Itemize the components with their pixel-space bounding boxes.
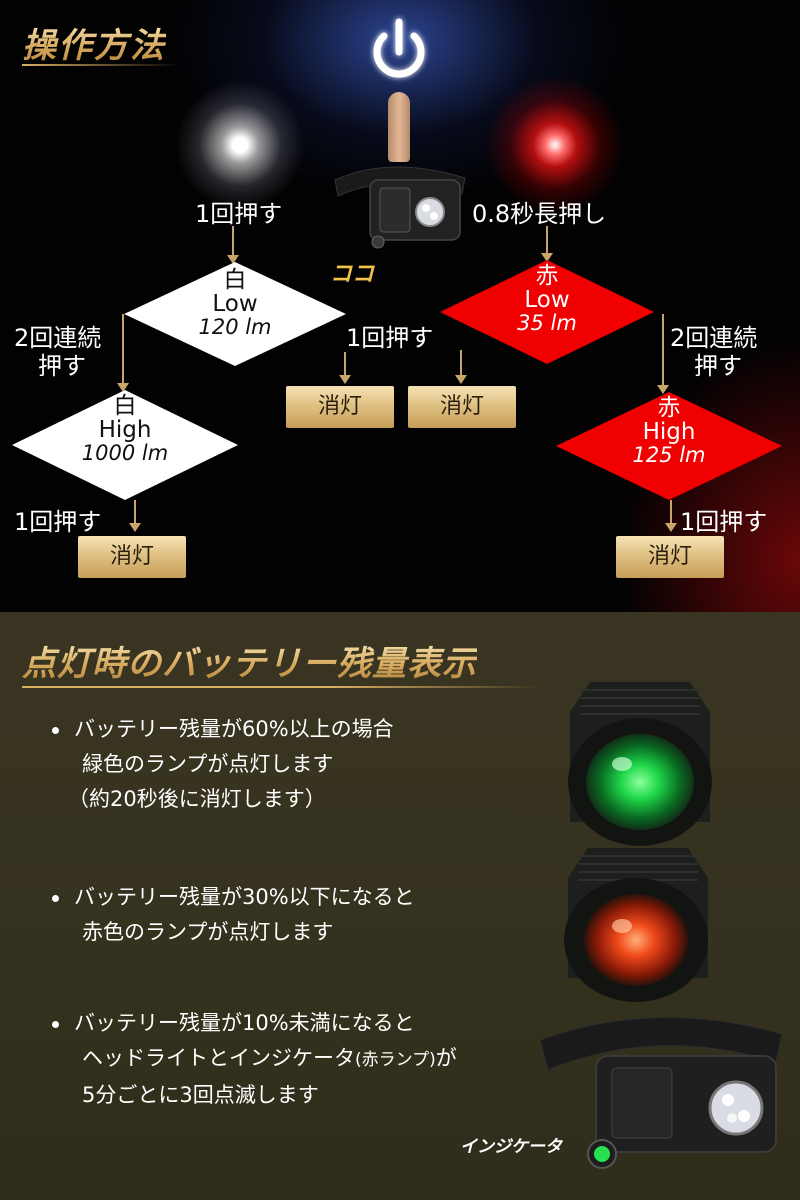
battery-section: 点灯時のバッテリー残量表示 バッテリー残量が60%以上の場合 緑色のランプが点灯… — [0, 612, 800, 1200]
item-line: バッテリー残量が60%以上の場合 — [74, 717, 394, 741]
flow-arrow — [339, 352, 351, 384]
bullet-icon — [52, 1021, 59, 1028]
item-line: バッテリー残量が30%以下になると — [74, 885, 415, 909]
mode-level: High — [98, 417, 152, 444]
item-line: バッテリー残量が10%未満になると — [74, 1011, 415, 1035]
flow-arrow — [129, 500, 141, 532]
mode-level: Low — [524, 287, 570, 314]
double-press-label: 押す — [38, 352, 86, 380]
double-press-label: 押す — [694, 352, 742, 380]
white-light-glow — [175, 80, 305, 210]
off-state: 消灯 — [78, 536, 186, 578]
mode-lumen: 35 lm — [517, 311, 577, 336]
off-state: 消灯 — [616, 536, 724, 578]
long-press-label: 0.8秒長押し — [472, 200, 607, 228]
item-line: （約20秒後に消灯します） — [68, 787, 326, 811]
mode-red-high: 赤 High 125 lm — [556, 392, 782, 500]
item-text: ヘッドライトとインジケータ — [82, 1046, 355, 1070]
mode-lumen: 1000 lm — [81, 441, 169, 466]
power-icon — [373, 18, 425, 78]
green-indicator-image — [568, 682, 712, 846]
finger-image — [388, 92, 410, 162]
item-line: ヘッドライトとインジケータ(赤ランプ)が — [52, 1041, 457, 1078]
indicator-label: インジケータ — [460, 1137, 562, 1157]
mode-level: High — [642, 419, 696, 446]
headlamp-image — [334, 166, 466, 249]
headlamp-indicator-image — [539, 1016, 783, 1169]
mode-level: Low — [212, 291, 258, 318]
item-text: (赤ランプ) — [355, 1050, 436, 1070]
press-once-label: 1回押す — [346, 324, 434, 352]
flow-arrow — [665, 500, 677, 532]
mode-lumen: 125 lm — [632, 443, 706, 468]
mode-color: 白 — [223, 267, 247, 293]
item-line: 5分ごとに3回点滅します — [82, 1083, 319, 1107]
mode-red-low: 赤 Low 35 lm — [440, 260, 654, 364]
red-indicator-image — [564, 848, 708, 1002]
flow-arrow — [541, 226, 553, 262]
press-once-label: 1回押す — [14, 508, 102, 536]
title-underline — [22, 64, 180, 66]
operation-section: 操作方法 ココ — [0, 0, 800, 612]
double-press-label: 2回連続 — [14, 324, 102, 352]
off-state: 消灯 — [286, 386, 394, 428]
red-light-glow — [485, 75, 625, 215]
battery-item-30: バッテリー残量が30%以下になると 赤色のランプが点灯します — [52, 880, 415, 950]
flow-arrow — [657, 314, 669, 394]
button-location-label: ココ — [330, 262, 375, 287]
mode-color: 赤 — [535, 263, 559, 289]
flow-arrow — [117, 314, 129, 392]
battery-item-10: バッテリー残量が10%未満になると ヘッドライトとインジケータ(赤ランプ)が 5… — [52, 1006, 457, 1113]
battery-item-60: バッテリー残量が60%以上の場合 緑色のランプが点灯します （約20秒後に消灯し… — [52, 712, 394, 817]
battery-title: 点灯時のバッテリー残量表示 — [22, 636, 477, 685]
mode-color: 白 — [113, 393, 137, 419]
off-state: 消灯 — [408, 386, 516, 428]
bullet-icon — [52, 895, 59, 902]
item-line: 赤色のランプが点灯します — [82, 920, 334, 944]
item-text: が — [435, 1046, 457, 1070]
mode-color: 赤 — [657, 395, 681, 421]
item-line: 緑色のランプが点灯します — [82, 752, 334, 776]
press-once-label: 1回押す — [195, 200, 283, 228]
mode-lumen: 120 lm — [198, 315, 272, 340]
bullet-icon — [52, 727, 59, 734]
mode-white-low: 白 Low 120 lm — [124, 262, 346, 366]
operation-title: 操作方法 — [22, 18, 166, 67]
title-underline — [22, 686, 542, 688]
press-once-label: 1回押す — [680, 508, 768, 536]
double-press-label: 2回連続 — [670, 324, 758, 352]
flow-arrow — [455, 350, 467, 384]
flow-arrow — [227, 226, 239, 264]
mode-white-high: 白 High 1000 lm — [12, 390, 238, 500]
